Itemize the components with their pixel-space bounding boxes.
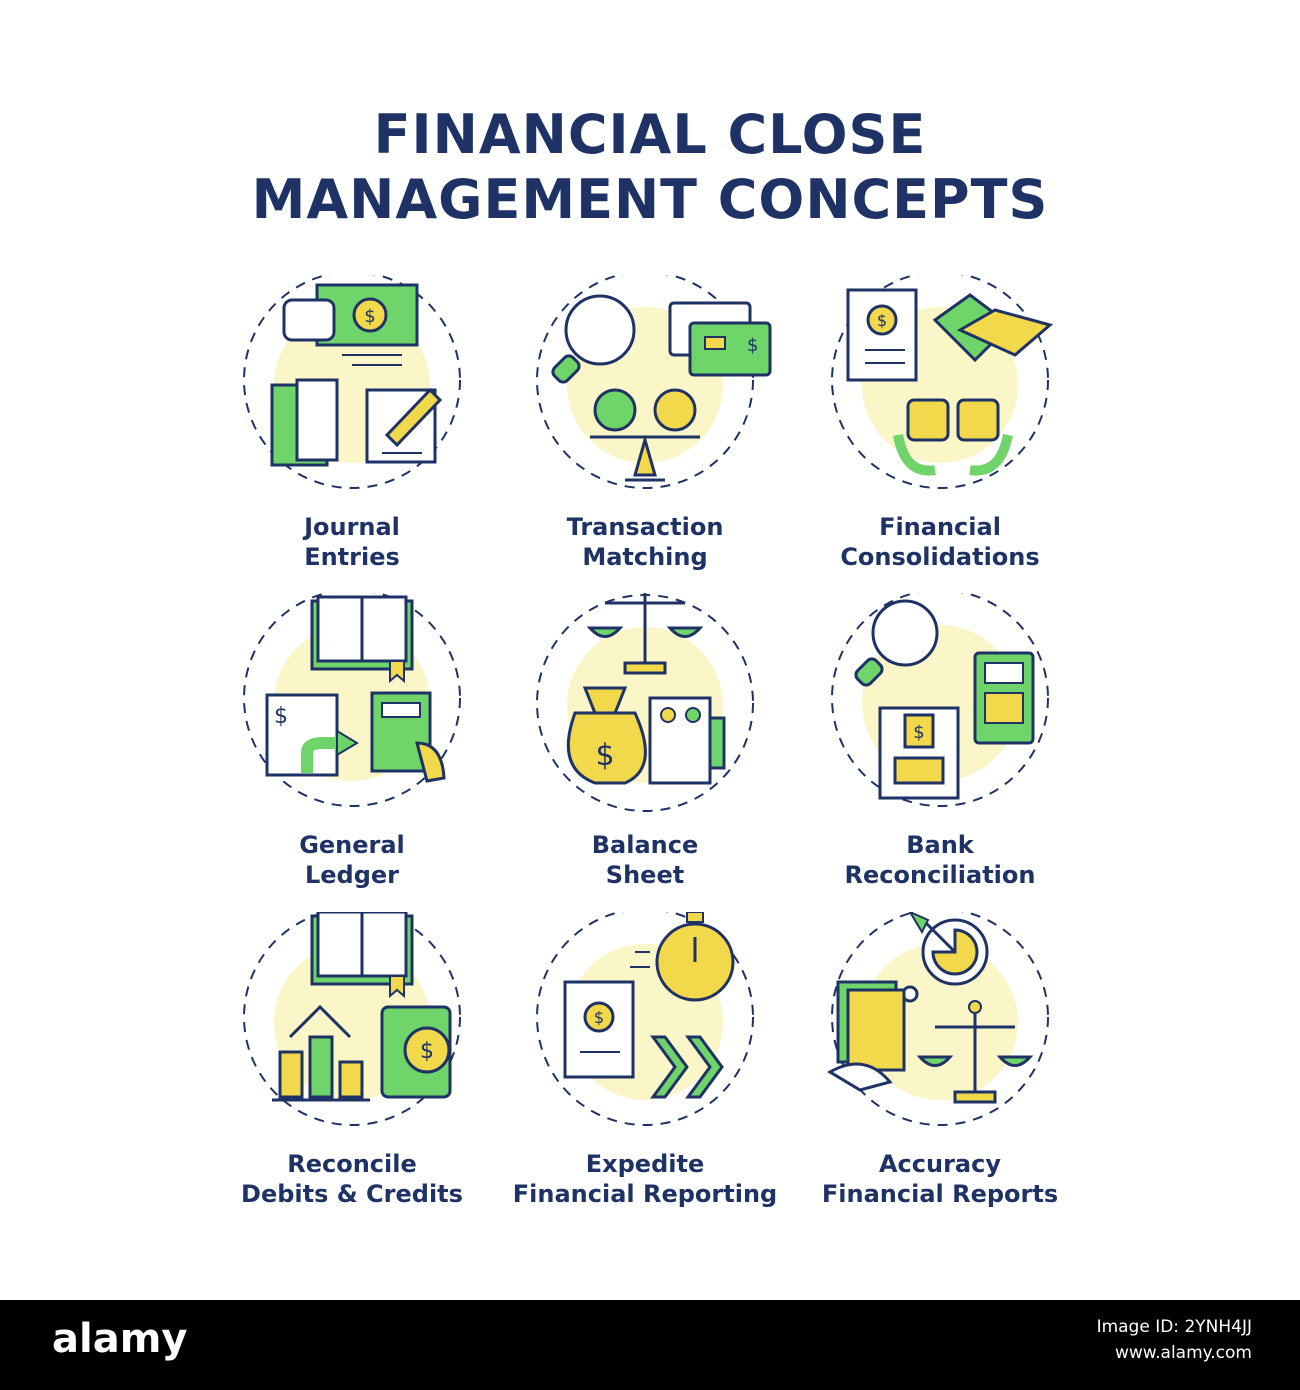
page-title-line-1: FINANCIAL CLOSE (373, 103, 927, 166)
alamy-logo: alamy (52, 1316, 188, 1362)
image-id-text: Image ID: 2YNH4JJ (1096, 1317, 1252, 1337)
svg-text:$: $ (364, 306, 375, 327)
financial-consolidations-icon: $ (831, 275, 1054, 489)
accuracy-financial-reports-icon (827, 912, 1049, 1126)
reconcile-debits-credits-icon: $ (243, 912, 461, 1126)
svg-text:$: $ (595, 738, 614, 773)
concept-label-line-2: Financial Reporting (512, 1180, 778, 1208)
svg-text:$: $ (594, 1008, 604, 1027)
concept-label-line-1: Reconcile (287, 1150, 417, 1178)
concept-label-line-2: Financial Reports (821, 1180, 1059, 1208)
concept-label-line-1: Bank (906, 831, 974, 859)
svg-text:$: $ (747, 335, 758, 356)
concept-label-line-1: Financial (879, 513, 1001, 541)
transaction-matching-icon: $ (536, 275, 772, 489)
balance-sheet-icon: $ (536, 593, 754, 812)
svg-text:$: $ (877, 311, 887, 330)
concept-label-line-2: Entries (304, 543, 400, 571)
site-url-text: www.alamy.com (1114, 1343, 1252, 1363)
svg-text:$: $ (420, 1039, 434, 1064)
general-ledger-icon: $ (243, 593, 461, 807)
concept-label-line-1: Expedite (585, 1150, 705, 1178)
concept-label-line-1: Transaction (566, 513, 724, 541)
concept-label-line-2: Reconciliation (844, 861, 1036, 889)
concept-label-line-2: Debits & Credits (241, 1180, 463, 1208)
svg-text:$: $ (274, 704, 288, 729)
page-title-line-2: MANAGEMENT CONCEPTS (251, 168, 1049, 231)
concept-label-line-2: Consolidations (840, 543, 1040, 571)
concept-label-line-2: Matching (582, 543, 708, 571)
concept-label-line-2: Ledger (304, 861, 400, 889)
bank-reconciliation-icon: $ (831, 593, 1049, 807)
concept-label-line-1: Accuracy (878, 1150, 1001, 1178)
svg-text:$: $ (913, 722, 924, 743)
journal-entries-icon: $ (243, 275, 461, 489)
concept-label-line-1: Balance (591, 831, 699, 859)
expedite-financial-reporting-icon: $ (536, 912, 754, 1126)
footer-bar (0, 1300, 1300, 1390)
image-id-block: Image ID: 2YNH4JJ www.alamy.com (1097, 1314, 1252, 1366)
concept-label-line-1: Journal (304, 513, 400, 541)
concept-label-line-1: General (299, 831, 405, 859)
concept-label-line-2: Sheet (605, 861, 685, 889)
